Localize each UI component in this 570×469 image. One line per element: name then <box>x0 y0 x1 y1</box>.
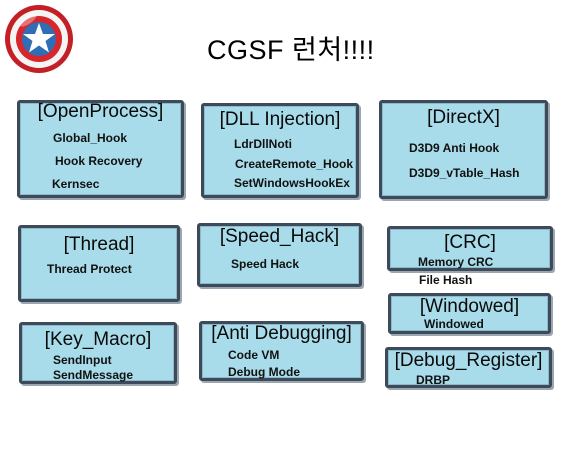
button-hook-recovery[interactable]: Hook Recovery <box>55 154 143 168</box>
button-d3d9-anti-hook[interactable]: D3D9 Anti Hook <box>409 141 500 155</box>
group-header-crc: [CRC] <box>444 232 496 253</box>
button-d3d9-vtable-hash[interactable]: D3D9_vTable_Hash <box>409 166 520 180</box>
button-drbp[interactable]: DRBP <box>416 373 451 387</box>
page-title: CGSF 런처!!!! <box>207 35 375 65</box>
group-key-macro: [Key_Macro] SendInput SendMessage <box>19 322 177 384</box>
group-header-dll-injection: [DLL Injection] <box>219 109 341 130</box>
group-speed-hack: [Speed_Hack] Speed Hack <box>197 223 362 287</box>
group-debug-register: [Debug_Register] DRBP <box>385 347 552 388</box>
captain-america-shield-icon <box>4 4 74 74</box>
group-header-speed-hack: [Speed_Hack] <box>219 226 340 247</box>
group-windowed: [Windowed] Windowed <box>388 293 551 334</box>
group-anti-debugging: [Anti Debugging] Code VM Debug Mode <box>199 321 364 381</box>
group-header-debug-register: [Debug_Register] <box>394 350 543 371</box>
group-directx: [DirectX] D3D9 Anti Hook D3D9_vTable_Has… <box>379 100 548 199</box>
group-header-open-process: [OpenProcess] <box>37 101 164 122</box>
group-header-directx: [DirectX] <box>427 107 500 128</box>
button-send-message[interactable]: SendMessage <box>53 368 134 382</box>
group-crc: [CRC] Memory CRC <box>387 226 553 271</box>
button-kernsec[interactable]: Kernsec <box>52 177 100 191</box>
group-open-process: [OpenProcess] Global_Hook Hook Recovery … <box>17 100 184 198</box>
group-thread: [Thread] Thread Protect <box>18 225 180 302</box>
button-thread-protect[interactable]: Thread Protect <box>47 262 132 276</box>
button-create-remote-hook[interactable]: CreateRemote_Hook <box>235 157 354 171</box>
button-code-vm[interactable]: Code VM <box>228 348 280 362</box>
button-send-input[interactable]: SendInput <box>53 353 112 367</box>
button-file-hash[interactable]: File Hash <box>419 273 473 287</box>
group-header-key-macro: [Key_Macro] <box>44 329 152 350</box>
button-set-windows-hook-ex[interactable]: SetWindowsHookEx <box>234 176 350 190</box>
group-header-anti-debugging: [Anti Debugging] <box>211 323 352 344</box>
group-header-thread: [Thread] <box>63 234 135 255</box>
group-header-windowed: [Windowed] <box>419 296 520 317</box>
button-debug-mode[interactable]: Debug Mode <box>228 365 300 379</box>
button-memory-crc[interactable]: Memory CRC <box>418 255 494 269</box>
group-dll-injection: [DLL Injection] LdrDllNoti CreateRemote_… <box>201 103 359 198</box>
button-ldr-dll-noti[interactable]: LdrDllNoti <box>234 137 292 151</box>
button-global-hook[interactable]: Global_Hook <box>53 131 128 145</box>
button-windowed[interactable]: Windowed <box>424 317 484 331</box>
button-speed-hack[interactable]: Speed Hack <box>231 257 300 271</box>
